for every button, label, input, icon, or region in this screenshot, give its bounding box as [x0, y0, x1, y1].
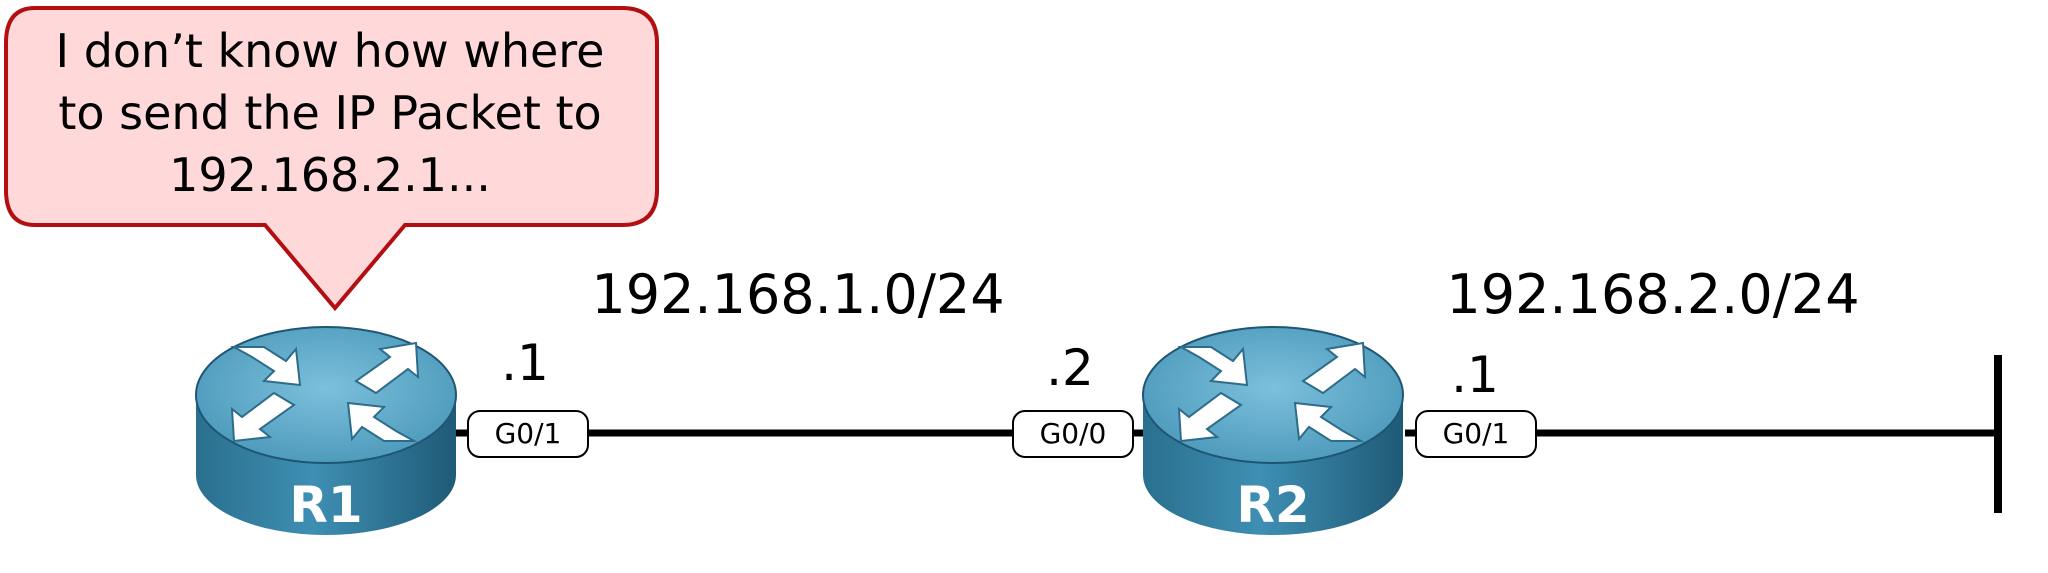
interface-name: G0/1 [1443, 417, 1510, 450]
network-label-right: 192.168.2.0/24 [1446, 263, 1859, 326]
host-address-r2-left: .2 [1046, 339, 1094, 397]
speech-bubble-text: I don’t know how where to send the IP Pa… [10, 20, 650, 206]
host-address-r2-right: .1 [1451, 346, 1499, 404]
host-address-r1: .1 [501, 334, 549, 392]
interface-label-r2-g01: G0/1 [1415, 410, 1537, 458]
network-label-left: 192.168.1.0/24 [591, 263, 1004, 326]
speech-bubble [3, 6, 659, 312]
router-r1-name: R1 [289, 476, 362, 534]
router-r1[interactable]: R1 [195, 326, 457, 535]
speech-line-1: I don’t know how where [55, 24, 605, 78]
interface-name: G0/1 [495, 417, 562, 450]
interface-name: G0/0 [1040, 417, 1107, 450]
interface-label-r1-g01: G0/1 [467, 410, 589, 458]
interface-label-r2-g00: G0/0 [1012, 410, 1134, 458]
speech-line-2: to send the IP Packet to [58, 86, 602, 140]
router-r2[interactable]: R2 [1142, 326, 1404, 535]
router-r2-name: R2 [1236, 476, 1309, 534]
speech-line-3: 192.168.2.1... [169, 148, 491, 202]
